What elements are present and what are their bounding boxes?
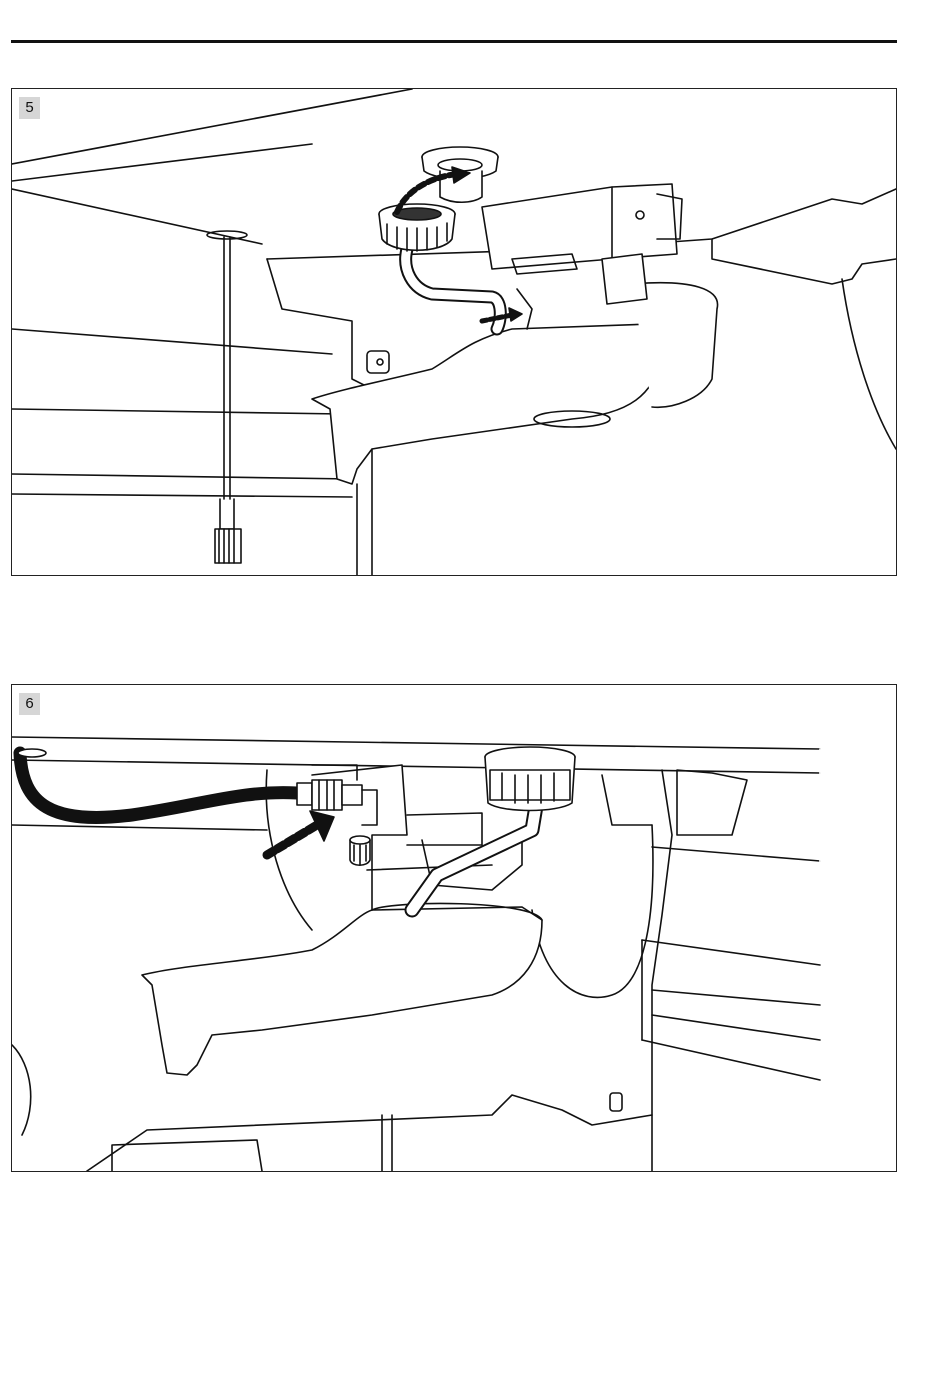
figure-5-illustration [12, 89, 896, 575]
figure-6-illustration [12, 685, 896, 1171]
figure-5: 5 [11, 88, 897, 576]
figure-number: 6 [19, 693, 40, 715]
header-rule [11, 40, 897, 43]
figure-6: 6 [11, 684, 897, 1172]
figure-number: 5 [19, 97, 40, 119]
